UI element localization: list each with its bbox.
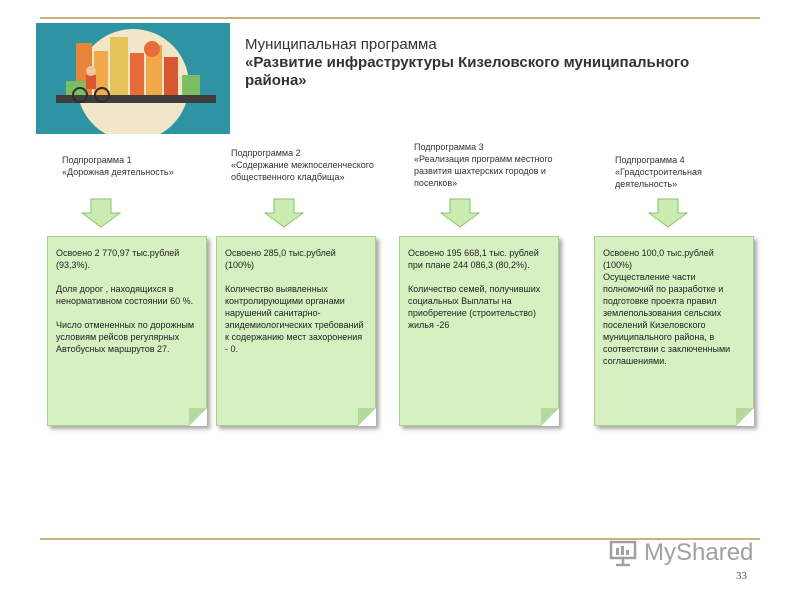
page-fold-icon <box>189 408 207 426</box>
subprogram-1-card: Освоено 2 770,97 тыс.рублей (93,3%). Дол… <box>47 236 207 426</box>
page-title: Муниципальная программа «Развитие инфрас… <box>245 36 745 90</box>
title-line-2: «Развитие инфраструктуры Кизеловского му… <box>245 54 690 89</box>
subprogram-3-card: Освоено 195 668,1 тыс. рублей при плане … <box>399 236 559 426</box>
bottom-rule <box>40 538 760 540</box>
subprogram-3-text: Освоено 195 668,1 тыс. рублей при плане … <box>408 248 541 330</box>
subprogram-1-label: Подпрограмма 1 «Дорожная деятельность» <box>62 155 174 177</box>
subprogram-4-text: Освоено 100,0 тыс.рублей (100%) Осуществ… <box>603 248 731 366</box>
presentation-board-icon <box>609 540 637 567</box>
top-rule <box>40 17 760 19</box>
down-arrow-icon <box>648 198 688 228</box>
down-arrow-icon <box>440 198 480 228</box>
page-fold-icon <box>358 408 376 426</box>
page-fold-icon <box>736 408 754 426</box>
down-arrow-icon <box>81 198 121 228</box>
page-fold-icon <box>541 408 559 426</box>
watermark-text: MyShared <box>644 539 754 566</box>
subprogram-3-label: Подпрограмма 3 «Реализация программ мест… <box>414 142 553 188</box>
down-arrow-icon <box>264 198 304 228</box>
subprogram-2-label: Подпрограмма 2 «Содержание межпоселенчес… <box>231 148 374 182</box>
title-line-1: Муниципальная программа <box>245 36 437 53</box>
subprogram-2-card: Освоено 285,0 тыс.рублей (100%) Количест… <box>216 236 376 426</box>
subprogram-2-text: Освоено 285,0 тыс.рублей (100%) Количест… <box>225 248 364 354</box>
city-illustration <box>36 23 230 134</box>
myshared-watermark: MyShared <box>608 538 753 568</box>
subprogram-1-text: Освоено 2 770,97 тыс.рублей (93,3%). Дол… <box>56 248 195 354</box>
page-number: 33 <box>736 570 747 582</box>
subprogram-4-label: Подпрограмма 4 «Градостроительная деятел… <box>615 155 702 189</box>
subprogram-4-card: Освоено 100,0 тыс.рублей (100%) Осуществ… <box>594 236 754 426</box>
